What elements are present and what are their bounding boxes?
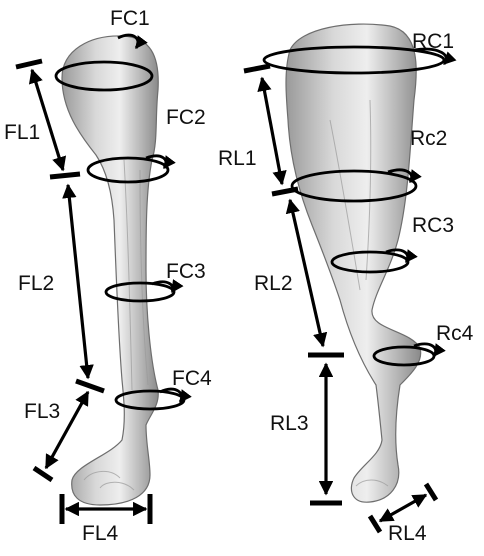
label-fc3: FC3 [166,260,206,283]
label-rl4: RL4 [388,522,427,545]
label-fl3: FL3 [24,400,60,423]
label-fc4: FC4 [172,367,212,390]
label-rc4: Rc4 [436,322,474,345]
label-rl1: RL1 [218,147,257,170]
label-fc2: FC2 [166,106,206,129]
label-fc1: FC1 [110,7,150,30]
label-rl2: RL2 [254,272,293,295]
rl3-dimension [310,364,342,503]
label-rc2: Rc2 [410,127,447,150]
label-rl3: RL3 [270,412,309,435]
label-rc1: RC1 [412,30,454,53]
fl2-dimension [68,185,104,391]
label-rc3: RC3 [412,214,454,237]
label-fl2: FL2 [18,272,54,295]
label-fl1: FL1 [4,121,40,144]
label-fl4: FL4 [82,522,119,545]
